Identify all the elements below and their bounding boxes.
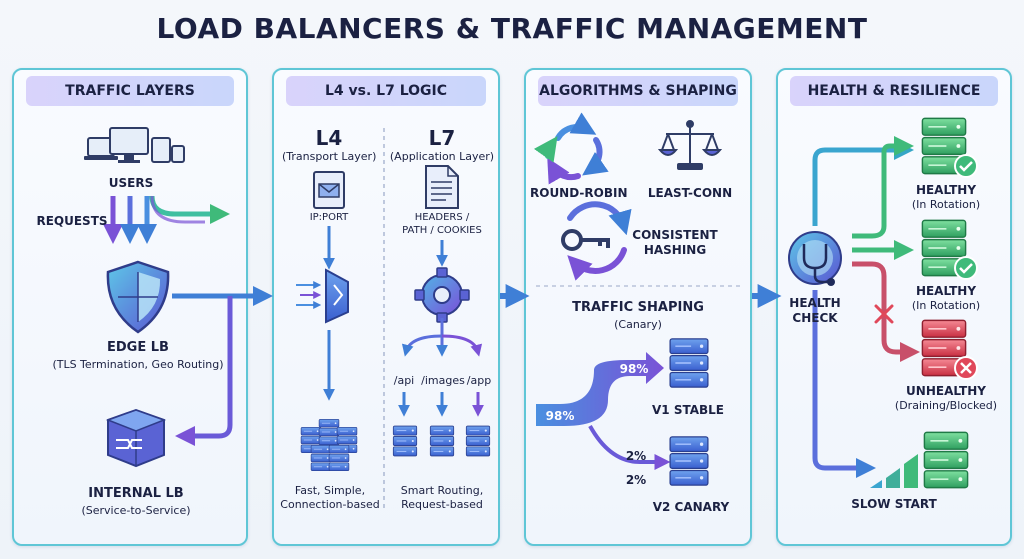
edge-lb-label: EDGE LB	[107, 340, 169, 355]
internal-lb-description: (Service-to-Service)	[81, 504, 191, 517]
v2-canary-server-icon	[669, 436, 709, 486]
panel-algorithms: ALGORITHMS & SHAPING	[524, 68, 752, 546]
healthy-1-sublabel: (In Rotation)	[911, 198, 981, 211]
panel-header-traffic-layers: TRAFFIC LAYERS	[26, 76, 234, 106]
l4-packet-icon	[313, 171, 345, 209]
canary-percentage-1: 2%	[625, 449, 647, 463]
l7-packet-label-1: HEADERS /	[414, 212, 470, 223]
edge-to-l4-arrow	[172, 286, 273, 446]
l7-routing-arrows	[398, 318, 484, 417]
l7-subtitle: (Application Layer)	[389, 150, 495, 163]
consistent-hashing-label-2: HASHING	[643, 243, 707, 257]
internal-lb-box-icon	[105, 408, 167, 468]
gear-icon	[414, 267, 470, 323]
healthy-2-sublabel: (In Rotation)	[911, 299, 981, 312]
route-api: /api	[393, 374, 415, 387]
unhealthy-sublabel: (Draining/Blocked)	[894, 399, 998, 412]
l7-description-1: Smart Routing,	[400, 484, 484, 497]
health-check-label-1: HEALTH	[789, 296, 841, 310]
v2-canary-label: V2 CANARY	[652, 500, 730, 514]
l7-packet-label-2: PATH / COOKIES	[402, 225, 482, 236]
panel-l4-l7: L4 vs. L7 LOGIC	[272, 68, 500, 546]
l4-title: L4	[315, 126, 343, 150]
scale-balance-icon	[657, 120, 723, 170]
v1-stable-label: V1 STABLE	[652, 403, 724, 417]
route-images: /images	[421, 374, 465, 387]
v1-stable-server-icon	[669, 338, 709, 388]
page-title: LOAD BALANCERS & TRAFFIC MANAGEMENT	[156, 12, 868, 45]
l7-document-icon	[425, 165, 459, 209]
unhealthy-server-icon	[921, 319, 978, 380]
panel-header-algorithms: ALGORITHMS & SHAPING	[538, 76, 738, 106]
shield-icon	[106, 260, 170, 334]
users-label: USERS	[108, 176, 154, 190]
round-robin-icon	[533, 112, 609, 185]
slow-start-ramp-icon	[870, 431, 969, 489]
l7-title: L7	[428, 126, 456, 150]
internal-lb-label: INTERNAL LB	[88, 486, 184, 501]
round-robin-label: ROUND-ROBIN	[530, 186, 628, 200]
health-check-paths	[812, 136, 920, 478]
consistent-hashing-icon	[561, 201, 632, 281]
l4-switch-icon	[296, 268, 349, 324]
healthy-server-1-icon	[921, 117, 978, 178]
route-app: /app	[466, 374, 492, 387]
l4-server-cluster-icon	[300, 418, 358, 472]
input-percentage: 98%	[545, 409, 575, 423]
l4-packet-label: IP:PORT	[309, 212, 349, 223]
healthy-1-label: HEALTHY	[915, 183, 977, 197]
block-x-icon	[874, 304, 894, 324]
unhealthy-label: UNHEALTHY	[906, 384, 986, 398]
canary-percentage-2: 2%	[625, 473, 647, 487]
healthy-2-label: HEALTHY	[915, 284, 977, 298]
l7-server-icons	[392, 425, 491, 457]
health-check-label-2: CHECK	[792, 311, 838, 325]
edge-lb-description: (TLS Termination, Geo Routing)	[52, 358, 224, 371]
users-devices-icon	[84, 127, 185, 163]
l4-description-2: Connection-based	[280, 498, 380, 511]
consistent-hashing-label-1: CONSISTENT	[632, 228, 718, 242]
l7-description-2: Request-based	[401, 498, 483, 511]
traffic-shaping-subtitle: (Canary)	[614, 318, 662, 331]
requests-label: REQUESTS	[36, 214, 108, 228]
l4-description-1: Fast, Simple,	[294, 484, 366, 497]
least-conn-label: LEAST-CONN	[647, 186, 733, 200]
request-arrows	[103, 195, 230, 244]
healthy-server-2-icon	[921, 219, 978, 280]
panel-header-l4-l7: L4 vs. L7 LOGIC	[286, 76, 486, 106]
stable-percentage: 98%	[619, 362, 649, 376]
l4-subtitle: (Transport Layer)	[282, 150, 377, 163]
traffic-shaping-title: TRAFFIC SHAPING	[572, 300, 704, 315]
traffic-shaping-flow	[536, 352, 671, 470]
slow-start-label: SLOW START	[851, 497, 937, 511]
panel-header-health: HEALTH & RESILIENCE	[790, 76, 998, 106]
stethoscope-icon	[788, 231, 842, 286]
